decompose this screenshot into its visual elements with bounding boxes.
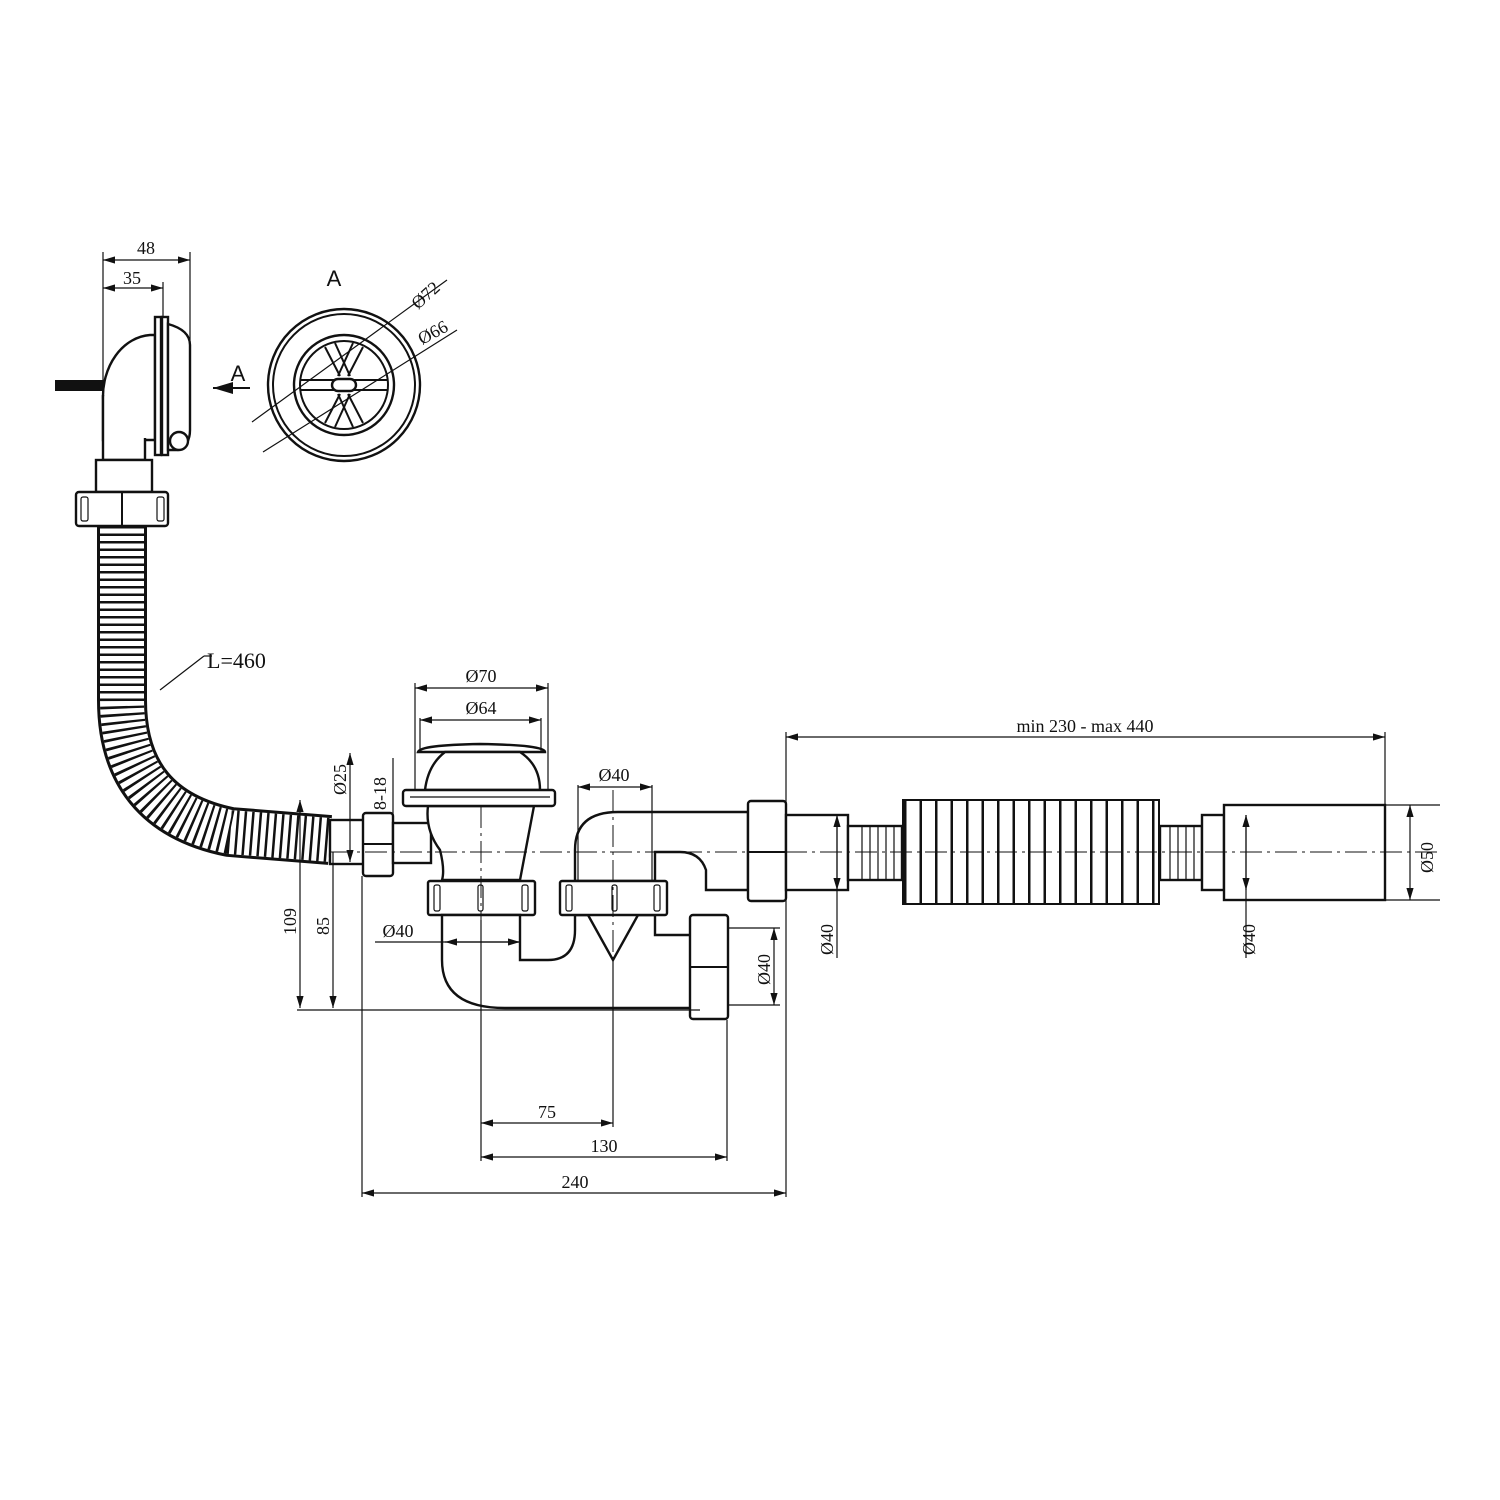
bath-trap: Ø70 Ø64 Ø25 8-18 Ø40 109 85 Ø40 Ø40 75 1… [280,666,788,1197]
plug-flange [401,788,557,808]
view-a-arrow-label: A [231,361,246,386]
hose-length-label: L=460 [207,648,266,673]
extension-inlet-dia-label: Ø40 [817,924,837,955]
view-a-overflow-cover: A Ø72 Ø66 [251,266,458,463]
hose-length-leader [159,655,205,691]
dia-66-label: Ø66 [414,316,451,348]
dim-35-label: 35 [123,268,141,288]
dim-75-label: 75 [538,1102,556,1122]
corrugated-overflow-hose: L=460 [97,526,332,865]
extension-length-label: min 230 - max 440 [1017,716,1154,736]
dia-72-leader [251,279,448,423]
flange-thickness-label: 8-18 [370,777,390,810]
dim-130-label: 130 [591,1136,618,1156]
height-109-label: 109 [280,908,300,935]
riser-dia-40-label: Ø40 [599,765,630,785]
view-a-title: A [327,266,342,291]
extension-outlet-inner-dia-label: Ø40 [1239,924,1259,955]
overflow-side-view: 48 35 A [55,238,250,528]
dia-66-leader [262,329,458,453]
dim-48-label: 48 [137,238,155,258]
overflow-cable [55,380,103,391]
inlet-dia-25-label: Ø25 [330,764,350,795]
overflow-screw [168,430,190,452]
plug-dia-70-label: Ø70 [466,666,497,686]
dim-240-label: 240 [562,1172,589,1192]
dia-72-label: Ø72 [407,277,443,313]
side-outlet-dia-40-label: Ø40 [754,954,774,985]
outlet-dia-50-label: Ø50 [1417,842,1437,873]
plug-dia-64-label: Ø64 [466,698,497,718]
extension-pipe: min 230 - max 440 Ø40 Ø40 Ø50 [784,716,1440,958]
height-85-label: 85 [313,917,333,935]
down-pipe-dia-40-label: Ø40 [383,921,414,941]
